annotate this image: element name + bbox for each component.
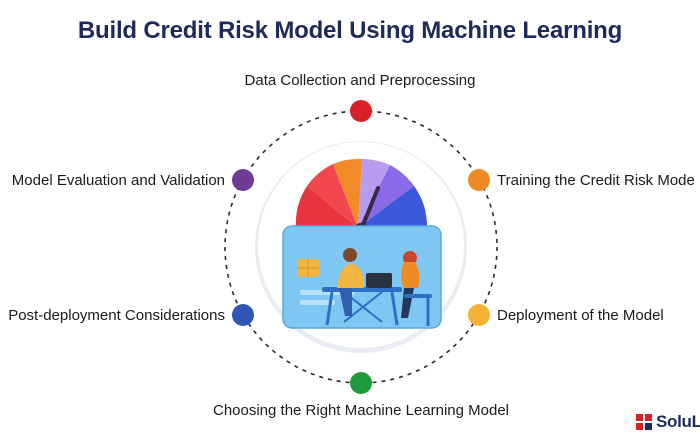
- analysts-illustration: [322, 248, 432, 326]
- diagram-title: Build Credit Risk Model Using Machine Le…: [77, 17, 623, 44]
- step-dot-data-collection: [350, 100, 372, 122]
- solulab-logo-icon: [636, 414, 652, 430]
- step-label-choosing-model: Choosing the Right Machine Learning Mode…: [212, 402, 509, 419]
- step-label-deployment: Deployment of the Model: [497, 307, 664, 324]
- step-dot-deployment: [468, 304, 490, 326]
- step-dot-training: [468, 169, 490, 191]
- step-dot-post-deployment: [232, 304, 254, 326]
- step-label-evaluation: Model Evaluation and Validation: [11, 172, 225, 189]
- step-label-training: Training the Credit Risk Mode: [497, 172, 695, 189]
- step-label-data-collection: Data Collection and Preprocessing: [244, 72, 476, 89]
- step-dot-evaluation: [232, 169, 254, 191]
- brand-logo: SoluL: [636, 412, 700, 432]
- risk-gauge-icon: [295, 158, 428, 237]
- brand-name: SoluL: [656, 412, 700, 431]
- step-label-post-deployment: Post-deployment Considerations: [8, 307, 225, 324]
- step-dot-choosing-model: [350, 372, 372, 394]
